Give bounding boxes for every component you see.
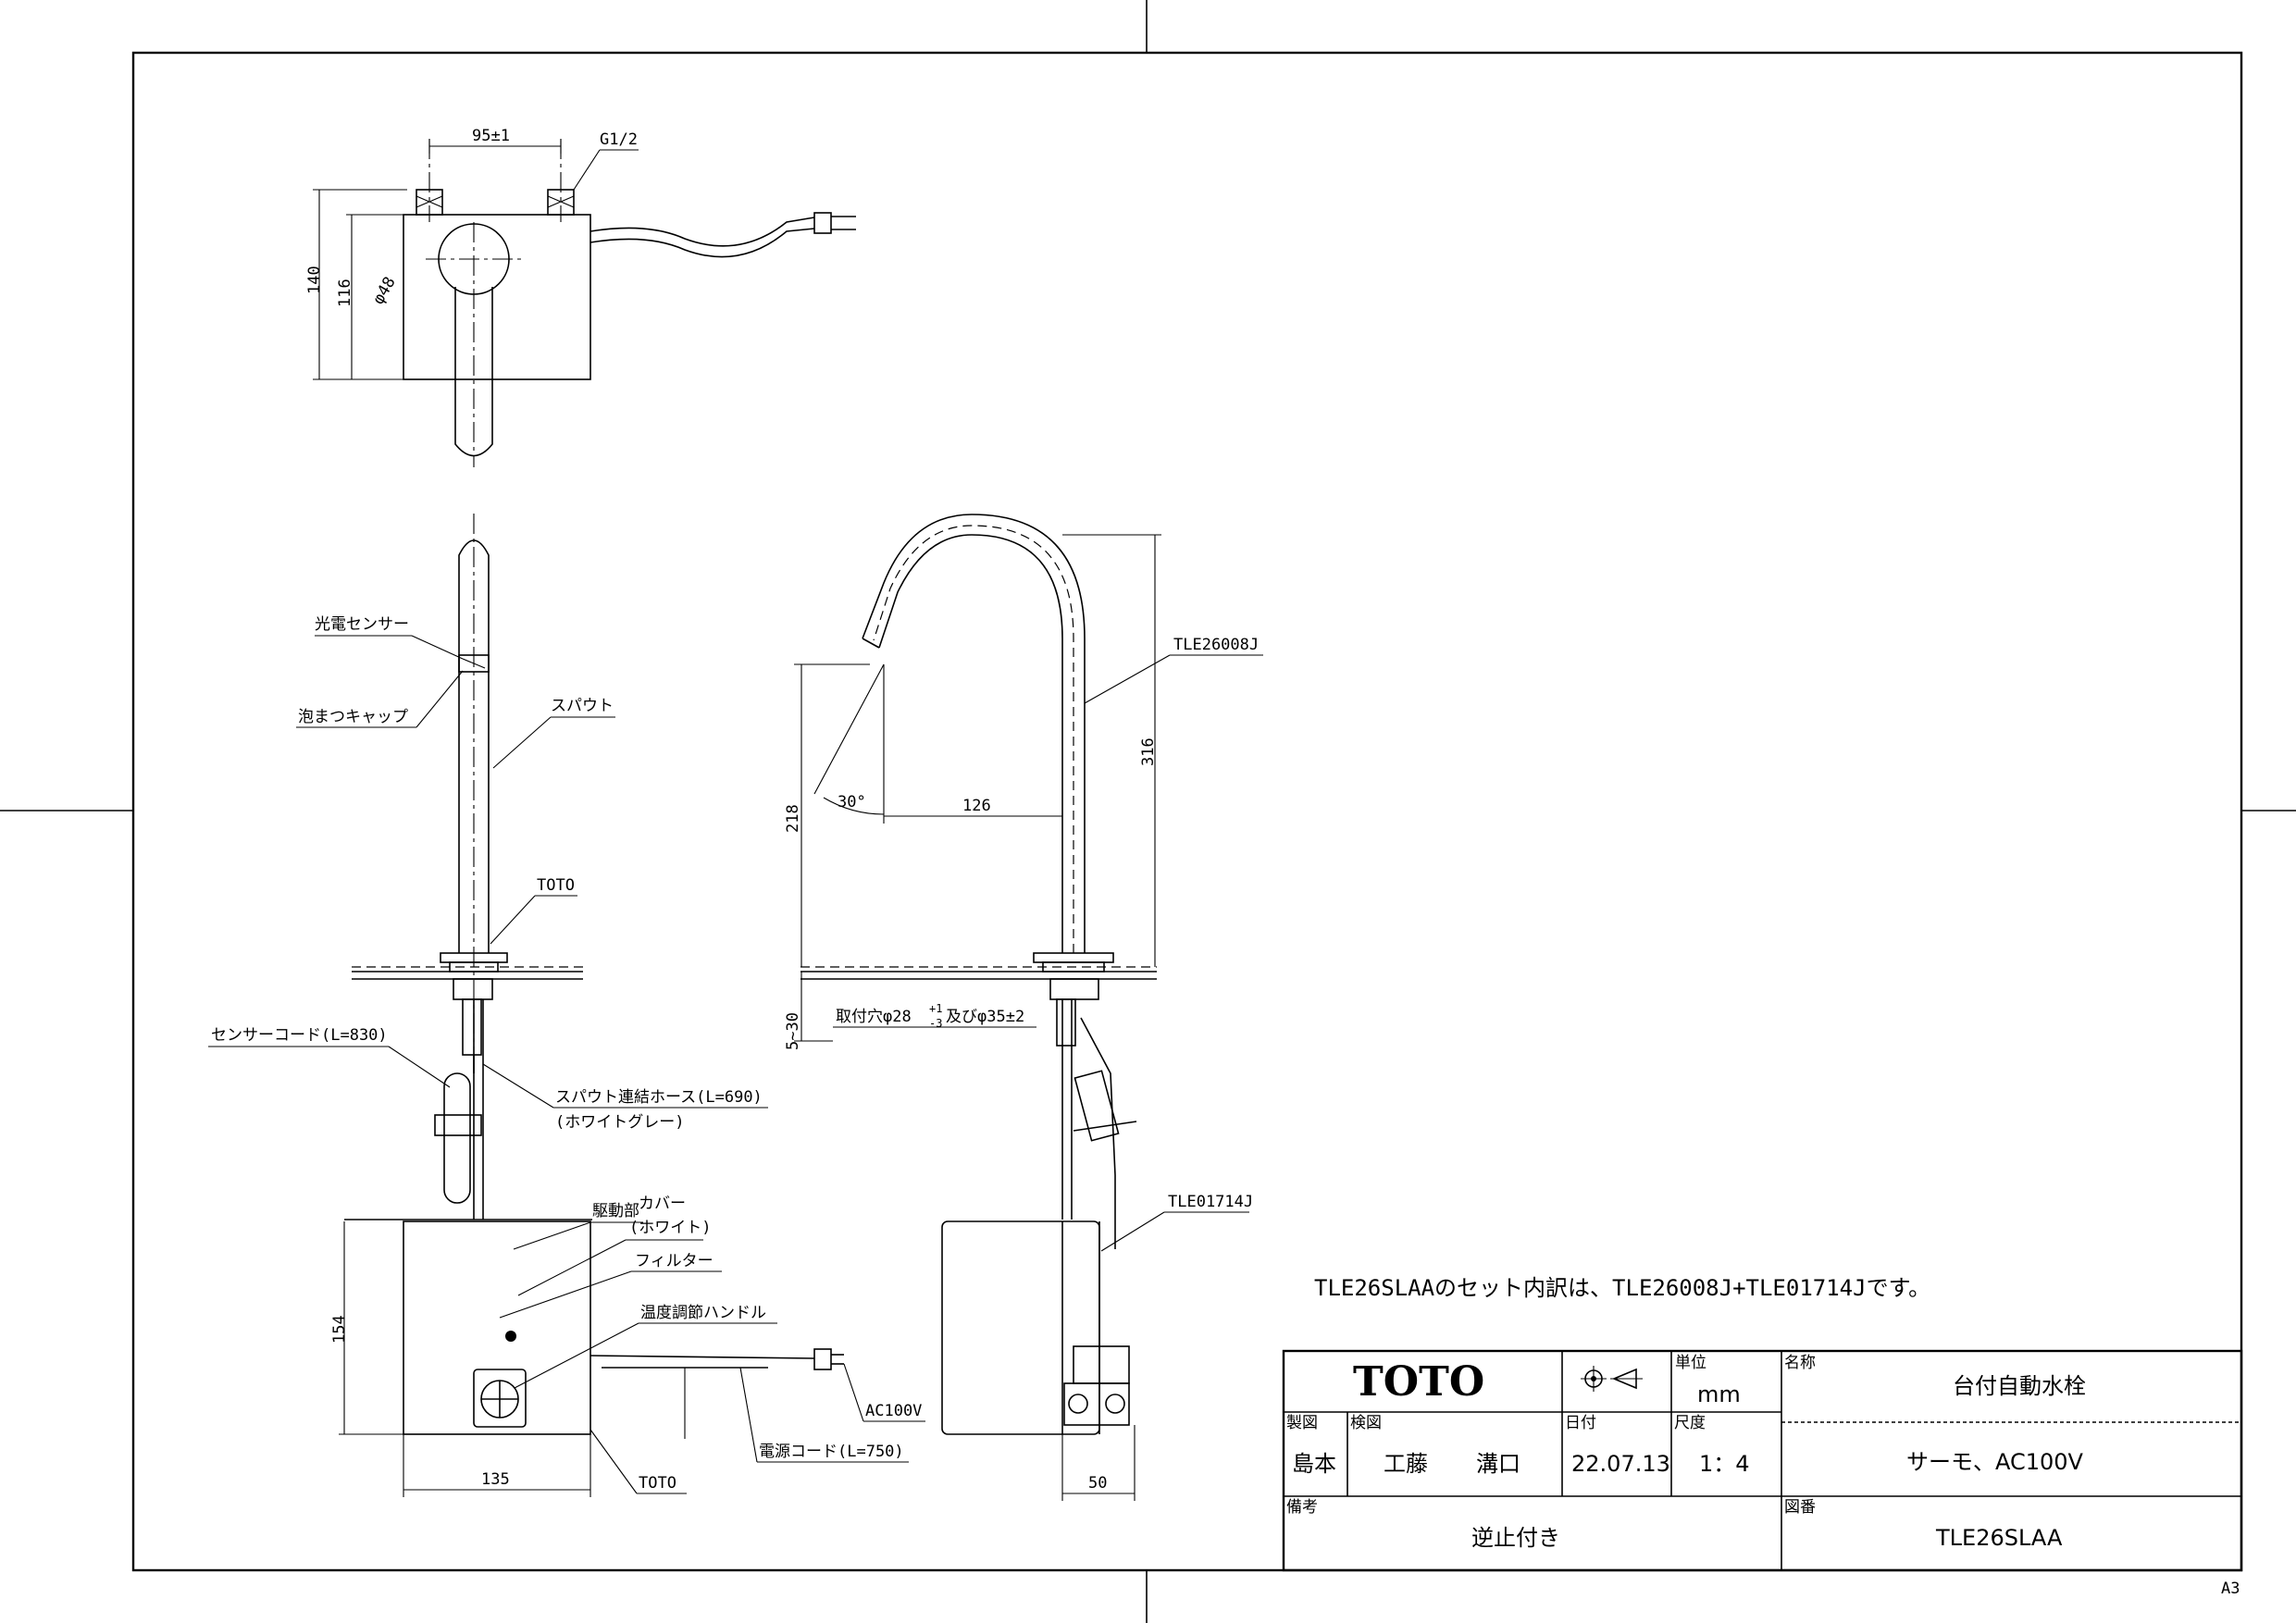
- unit-label: 単位: [1675, 1354, 1706, 1372]
- dim-135: 135: [481, 1470, 510, 1489]
- label-part-tle26008j: TLE26008J: [1173, 636, 1259, 654]
- dim-140: 140: [305, 266, 324, 294]
- date-value: 22.07.13: [1571, 1451, 1670, 1477]
- drawing-no-label: 図番: [1784, 1498, 1816, 1517]
- label-drive-unit: 駆動部: [592, 1202, 639, 1220]
- label-foam-cap: 泡まつキャップ: [298, 708, 408, 726]
- checked-by-1: 工藤: [1384, 1451, 1428, 1477]
- dim-154: 154: [330, 1315, 349, 1344]
- top-view: 95±1 G1/2 140 116 φ48: [305, 127, 856, 467]
- scale-label: 尺度: [1674, 1414, 1706, 1432]
- product-name: 台付自動水栓: [1953, 1373, 2086, 1399]
- dim-116: 116: [336, 279, 354, 307]
- title-block: TOTO 単位 mm 名称 台付自動水栓 製図 検図 日付 尺度 島本 工藤 溝…: [1282, 1349, 2243, 1572]
- label-sensor: 光電センサー: [315, 615, 409, 634]
- date-label: 日付: [1565, 1414, 1596, 1432]
- remarks-label: 備考: [1286, 1498, 1318, 1517]
- dim-5-30: 5~30: [784, 1012, 802, 1050]
- dim-95: 95±1: [472, 127, 510, 145]
- label-hole-rest: 及びφ35±2: [946, 1008, 1024, 1026]
- set-composition-note: TLE26SLAAのセット内訳は、TLE26008J+TLE01714Jです。: [1314, 1275, 1930, 1301]
- dim-50: 50: [1088, 1474, 1107, 1493]
- label-hole-tol-plus: +1: [929, 1002, 942, 1015]
- label-g12: G1/2: [600, 130, 638, 149]
- checked-label: 検図: [1350, 1414, 1382, 1432]
- drawn-label: 製図: [1286, 1414, 1318, 1432]
- name-label: 名称: [1784, 1354, 1816, 1372]
- dim-30deg: 30°: [838, 793, 866, 812]
- label-spout-hose-color: (ホワイトグレー): [555, 1113, 684, 1132]
- scale-value: 1：4: [1699, 1451, 1750, 1477]
- label-hole: 取付穴φ28: [836, 1008, 912, 1026]
- side-view: 316 218 30° 126 5~30 取付穴φ28 +1 -3 及びφ35±…: [784, 514, 1263, 1501]
- drawing-no-value: TLE26SLAA: [1935, 1525, 2063, 1551]
- remarks-value: 逆止付き: [1471, 1525, 1560, 1551]
- sheet-size-label: A3: [2221, 1580, 2240, 1598]
- label-part-tle01714j: TLE01714J: [1168, 1193, 1253, 1211]
- drawn-by: 島本: [1292, 1451, 1336, 1477]
- projection-symbol-icon: [1581, 1366, 1643, 1392]
- checked-by-2: 溝口: [1476, 1451, 1520, 1477]
- dim-phi48: φ48: [369, 274, 400, 308]
- label-ac100v: AC100V: [865, 1402, 922, 1420]
- label-hole-tol-minus: -3: [929, 1017, 942, 1030]
- dim-126: 126: [962, 797, 991, 815]
- dim-316: 316: [1139, 737, 1158, 766]
- spec-value: サーモ、AC100V: [1906, 1449, 2084, 1475]
- dim-218: 218: [784, 804, 802, 833]
- label-cover: カバー: [639, 1195, 686, 1213]
- label-temp-handle: 温度調節ハンドル: [640, 1304, 766, 1322]
- label-power-cord: 電源コード(L=750): [759, 1443, 904, 1461]
- label-sensor-cord: センサーコード(L=830): [211, 1026, 388, 1045]
- unit-value: mm: [1697, 1381, 1741, 1407]
- label-cover-color: (ホワイト): [629, 1219, 711, 1237]
- label-filter: フィルター: [635, 1252, 714, 1270]
- label-toto-mark: TOTO: [537, 876, 575, 895]
- label-spout-hose: スパウト連結ホース(L=690): [555, 1088, 763, 1107]
- toto-logo: TOTO: [1353, 1358, 1484, 1406]
- label-spout: スパウト: [551, 697, 614, 715]
- label-toto-mark-2: TOTO: [639, 1474, 676, 1493]
- front-view: 光電センサー 泡まつキャップ スパウト TOTO センサーコード(L=830) …: [208, 514, 925, 1497]
